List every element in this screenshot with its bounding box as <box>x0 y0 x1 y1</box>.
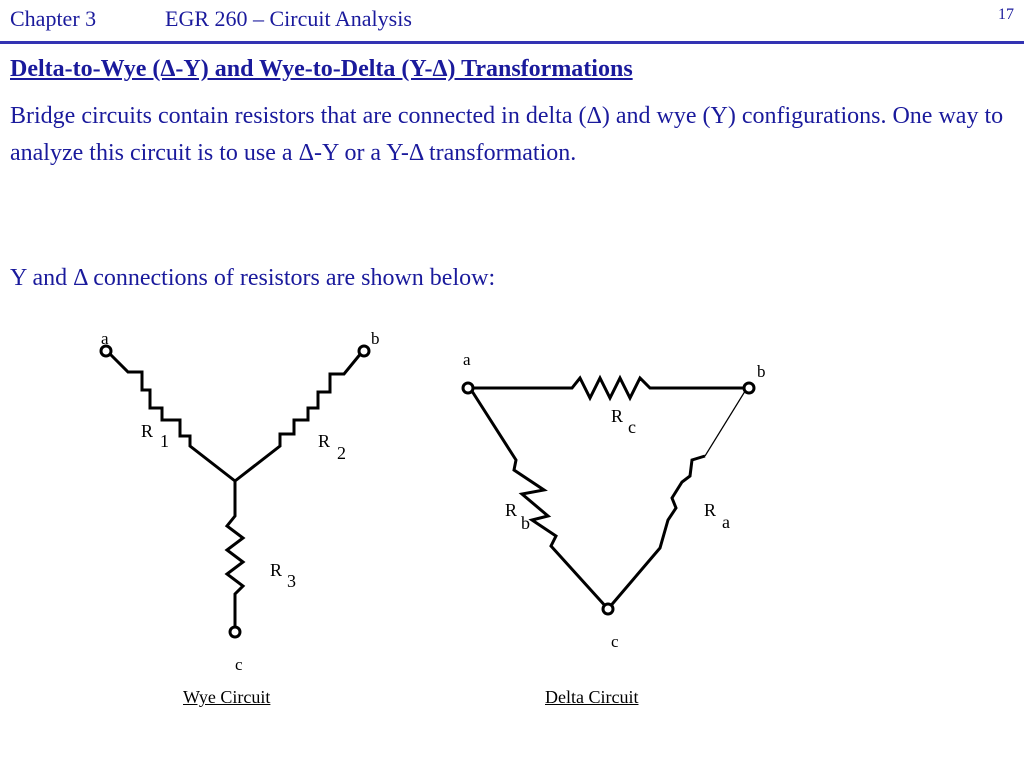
wye-r1-subscript: 1 <box>160 431 169 451</box>
wye-node-a-terminal <box>99 344 113 358</box>
wye-label-a: a <box>101 329 109 348</box>
wye-circuit-caption: Wye Circuit <box>183 687 271 707</box>
header-chapter: Chapter 3 <box>10 6 97 31</box>
delta-node-c-terminal <box>601 602 615 616</box>
body-paragraph-2: Y and Δ connections of resistors are sho… <box>10 265 496 291</box>
delta-node-a-terminal <box>461 381 475 395</box>
wye-r2-branch <box>234 351 364 483</box>
wye-r3-label: R <box>270 560 282 580</box>
delta-ra-subscript: a <box>722 512 730 532</box>
slide-title: Delta-to-Wye (Δ-Y) and Wye-to-Delta (Y-Δ… <box>10 56 633 82</box>
delta-label-c: c <box>611 632 619 651</box>
delta-label-b: b <box>757 362 766 381</box>
page-number: 17 <box>998 6 1014 23</box>
wye-label-c: c <box>235 655 243 674</box>
delta-ra-thin-lead <box>704 387 748 457</box>
delta-ra-branch <box>606 454 706 610</box>
delta-circuit-caption: Delta Circuit <box>545 687 639 707</box>
wye-r2-label: R <box>318 431 330 451</box>
wye-r3-subscript: 3 <box>287 571 296 591</box>
body-paragraph-1: Bridge circuits contain resistors that a… <box>10 103 1004 166</box>
delta-rb-subscript: b <box>521 513 530 533</box>
delta-rc-label: R <box>611 406 623 426</box>
delta-rb-label: R <box>505 500 517 520</box>
delta-rc-subscript: c <box>628 417 636 437</box>
header-course: EGR 260 – Circuit Analysis <box>165 6 412 31</box>
delta-ra-label: R <box>704 500 716 520</box>
delta-node-b-terminal <box>742 381 756 395</box>
wye-node-b-terminal <box>357 344 371 358</box>
delta-rc-branch <box>470 374 747 402</box>
wye-r3-branch <box>224 481 246 628</box>
header-divider <box>0 41 1024 44</box>
delta-label-a: a <box>463 350 471 369</box>
wye-r1-label: R <box>141 421 153 441</box>
delta-rb-branch <box>468 387 610 611</box>
wye-r2-subscript: 2 <box>337 443 346 463</box>
wye-label-b: b <box>371 329 380 348</box>
wye-node-c-terminal <box>228 625 242 639</box>
wye-r1-branch <box>106 350 236 483</box>
